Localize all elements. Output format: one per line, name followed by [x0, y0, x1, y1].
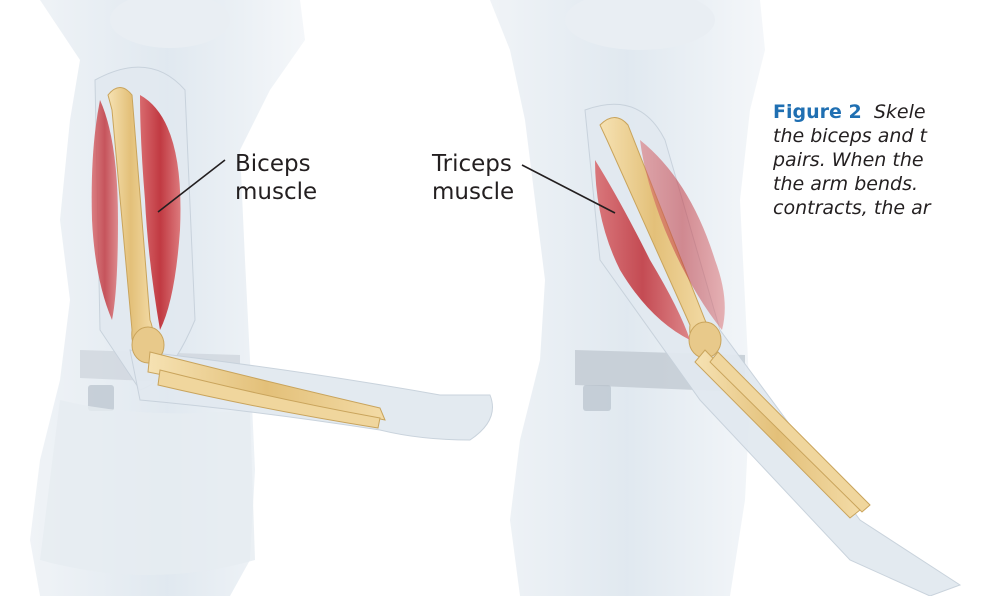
figure-number: Figure 2	[773, 101, 862, 123]
biceps-label: Biceps muscle	[235, 150, 317, 206]
left-body	[30, 0, 493, 596]
triceps-label: Triceps muscle	[432, 150, 514, 206]
right-body	[490, 0, 960, 596]
figure-caption: Figure 2 Skele the biceps and t pairs. W…	[773, 100, 998, 220]
